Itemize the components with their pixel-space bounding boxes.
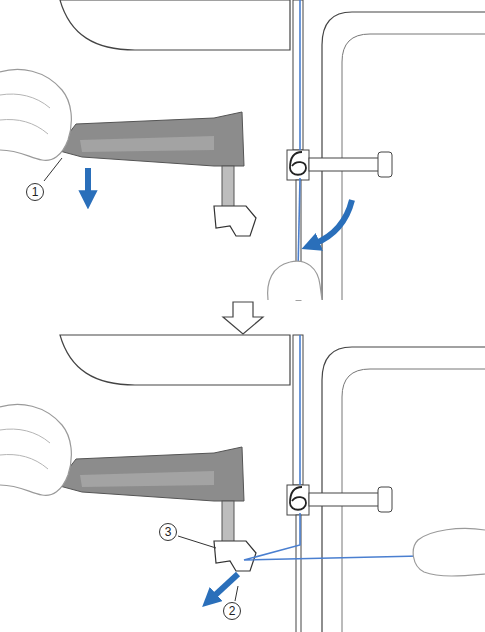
callout-number: 3 [159,523,177,541]
thread [298,178,300,272]
machine-top-view [0,0,485,300]
pull-arrow [85,168,91,196]
move-arrow [212,574,238,598]
step-arrow [223,302,263,334]
move-arrow [314,200,352,244]
thread [244,513,420,560]
leader-line [235,586,238,601]
callout-number: 2 [223,602,241,620]
machine-bottom-view [0,335,485,632]
finger [413,528,485,576]
callout-number: 1 [26,183,44,201]
leader-line [178,536,216,548]
finger [268,261,322,300]
leader-line [44,158,62,181]
